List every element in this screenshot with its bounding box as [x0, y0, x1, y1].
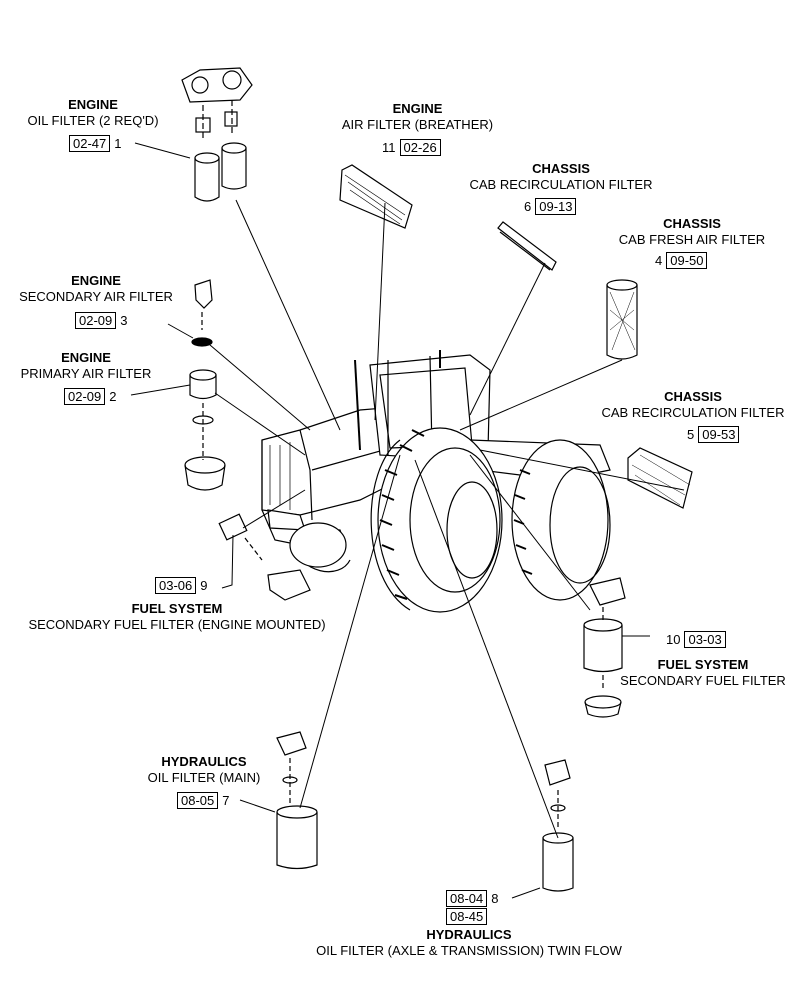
item-number: 6	[524, 199, 532, 214]
callout-name: CAB RECIRCULATION FILTER	[469, 177, 653, 192]
ref-box[interactable]: 03-03	[684, 631, 726, 648]
cab-recirculation-filter-part-6	[497, 221, 557, 271]
ref-box[interactable]: 08-05	[177, 792, 219, 809]
callout-air-breather-title: ENGINE AIR FILTER (BREATHER)	[330, 101, 505, 133]
callout-system: CHASSIS	[664, 389, 722, 404]
callout-name: OIL FILTER (AXLE & TRANSMISSION) TWIN FL…	[316, 943, 622, 958]
callout-system: ENGINE	[68, 97, 118, 112]
ref-box[interactable]: 09-50	[666, 252, 708, 269]
callout-system: ENGINE	[392, 101, 443, 116]
callout-hydraulics-twin-title: HYDRAULICS OIL FILTER (AXLE & TRANSMISSI…	[298, 927, 640, 959]
ref-box[interactable]: 08-04	[446, 890, 488, 907]
callout-system: HYDRAULICS	[426, 927, 512, 942]
callout-system: ENGINE	[61, 350, 111, 365]
ref-box[interactable]: 08-45	[446, 908, 488, 925]
callout-hydraulics-twin-ref2[interactable]: 08-45	[446, 908, 488, 925]
item-number: 9	[200, 578, 208, 593]
ref-box[interactable]: 02-09	[64, 388, 106, 405]
callout-name: AIR FILTER (BREATHER)	[341, 117, 494, 132]
callout-oil-filter-title: ENGINE OIL FILTER (2 REQ'D)	[18, 97, 168, 129]
cab-recirculation-filter-part-5	[627, 447, 693, 509]
callout-secondary-air-title: ENGINE SECONDARY AIR FILTER	[8, 273, 184, 305]
item-number: 2	[109, 389, 117, 404]
ref-box[interactable]: 02-47	[69, 135, 111, 152]
engine-secondary-air-filter-part	[191, 279, 213, 347]
cab-fresh-air-filter-part	[606, 279, 638, 360]
callout-hydraulics-main-title: HYDRAULICS OIL FILTER (MAIN)	[138, 754, 270, 786]
callout-name: OIL FILTER (MAIN)	[147, 770, 261, 785]
item-number: 10	[666, 632, 681, 647]
callout-name: OIL FILTER (2 REQ'D)	[27, 113, 159, 128]
callout-primary-air-title: ENGINE PRIMARY AIR FILTER	[10, 350, 162, 382]
callout-name: PRIMARY AIR FILTER	[20, 366, 152, 381]
item-number: 1	[114, 136, 122, 151]
callout-cab-recirc-6-title: CHASSIS CAB RECIRCULATION FILTER	[458, 161, 664, 193]
fuel-filter-engine-mounted-part	[218, 513, 311, 601]
ref-box[interactable]: 09-13	[535, 198, 577, 215]
ref-box[interactable]: 02-09	[75, 312, 117, 329]
hydraulics-main-oil-filter-part	[276, 731, 318, 870]
item-number: 5	[687, 427, 695, 442]
item-number: 11	[382, 140, 396, 155]
item-number: 4	[655, 253, 663, 268]
callout-name: CAB RECIRCULATION FILTER	[601, 405, 785, 420]
hydraulics-twin-flow-oil-filter-part	[542, 759, 574, 892]
engine-primary-air-filter-part	[184, 369, 226, 491]
fuel-filter-secondary-part	[583, 577, 626, 718]
engine-oil-filter-part	[181, 67, 253, 202]
tractor-illustration	[261, 350, 611, 613]
item-number: 3	[120, 313, 128, 328]
callout-system: CHASSIS	[532, 161, 590, 176]
callout-system: FUEL SYSTEM	[131, 601, 223, 616]
callout-fuel-secondary-title: FUEL SYSTEM SECONDARY FUEL FILTER	[609, 657, 797, 689]
callout-system: CHASSIS	[663, 216, 721, 231]
ref-box[interactable]: 03-06	[155, 577, 197, 594]
callout-name: CAB FRESH AIR FILTER	[618, 232, 766, 247]
ref-box[interactable]: 09-53	[698, 426, 740, 443]
item-number: 8	[491, 891, 499, 906]
callout-system: HYDRAULICS	[161, 754, 247, 769]
ref-box[interactable]: 02-26	[399, 139, 441, 156]
callout-system: ENGINE	[71, 273, 121, 288]
callout-system: FUEL SYSTEM	[657, 657, 749, 672]
callout-name: SECONDARY AIR FILTER	[19, 289, 173, 304]
callout-name: SECONDARY FUEL FILTER (ENGINE MOUNTED)	[28, 617, 326, 632]
callout-name: SECONDARY FUEL FILTER	[620, 673, 786, 688]
callout-cab-recirc-5-title: CHASSIS CAB RECIRCULATION FILTER	[590, 389, 796, 421]
leader-lines	[130, 142, 685, 899]
callout-fuel-engine-title: FUEL SYSTEM SECONDARY FUEL FILTER (ENGIN…	[10, 601, 344, 633]
callout-cab-fresh-air-title: CHASSIS CAB FRESH AIR FILTER	[608, 216, 776, 248]
engine-air-breather-part	[339, 164, 413, 229]
item-number: 7	[222, 793, 230, 808]
